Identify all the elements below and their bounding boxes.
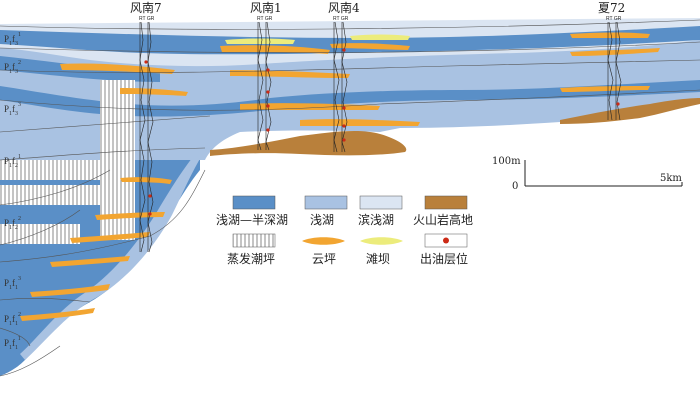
oil-dot-icon [144, 60, 148, 64]
layer-label: P1f33 [4, 102, 21, 117]
volcanic-highland [210, 130, 407, 156]
well-name: 风南1 [250, 0, 282, 15]
beach-bar-lenses [225, 34, 410, 44]
oil-dot-icon [148, 194, 152, 198]
well-name: 风南4 [328, 0, 360, 15]
oil-dot-icon [342, 124, 346, 128]
shallow-lake-swatch [304, 195, 348, 210]
layer-label: P1f13 [4, 276, 21, 291]
shore-lake-swatch [359, 195, 403, 210]
layer-label: P1f22 [4, 216, 21, 231]
legend-label: 浅湖 [310, 212, 334, 227]
scale-zero-label: 0 [512, 181, 518, 192]
legend-label: 浅湖—半深湖 [216, 212, 288, 227]
evaporite-swatch [232, 233, 276, 248]
deep-lake-top-band [0, 26, 700, 55]
well-log-name: RT GR [257, 16, 273, 22]
layer-label: P1f32 [4, 60, 21, 75]
volcanic-highland-east [560, 98, 700, 124]
legend-label: 出油层位 [420, 251, 468, 266]
well-log-name: RT GR [139, 16, 155, 22]
section-body [0, 18, 700, 376]
beach-bar-swatch [360, 237, 403, 245]
well-log-name: RT GR [606, 16, 622, 22]
oil-dot-icon [342, 138, 346, 142]
layer-label: P1f11 [4, 336, 21, 351]
layer-label: P1f31 [4, 32, 21, 47]
legend-label: 滩坝 [366, 252, 390, 266]
shallow-lake-slope [0, 96, 260, 360]
deep-lake-swatch [232, 195, 276, 210]
legend: 浅湖—半深湖 浅湖 滨浅湖 火山岩高地 蒸发潮坪 云坪 滩坝 出油层位 [216, 195, 473, 266]
oil-dot-icon [443, 237, 449, 244]
oil-dot-icon [342, 48, 346, 52]
oil-dot-icon [266, 128, 270, 132]
scale-horizontal-label: 5km [660, 173, 682, 184]
legend-label: 火山岩高地 [413, 212, 473, 227]
deep-lake-mid-band [0, 80, 700, 117]
scale-bar: 100m 0 5km [492, 156, 683, 192]
cloud-flat-lenses [20, 32, 660, 321]
cloud-flat-swatch [302, 237, 345, 245]
well-name: 夏72 [598, 1, 625, 15]
scale-vertical-label: 100m [492, 156, 521, 167]
legend-label: 云坪 [312, 252, 336, 266]
oil-dot-icon [148, 212, 152, 216]
layer-label: P1f12 [4, 312, 21, 327]
oil-dot-icon [342, 106, 346, 110]
evaporite-zone-4 [0, 224, 80, 244]
evaporite-zone-2 [0, 160, 130, 180]
layer-label: P1f21 [4, 154, 21, 169]
oil-dot-icon [266, 68, 270, 72]
legend-label: 滨浅湖 [358, 212, 394, 227]
oil-dots [144, 48, 620, 216]
oil-dot-icon [266, 104, 270, 108]
oil-dot-icon [266, 90, 270, 94]
legend-label: 蒸发潮坪 [227, 251, 275, 266]
well-name: 风南7 [130, 0, 162, 15]
well-labels: 风南7 RT GR 风南1 RT GR 风南4 RT GR 夏72 RT GR [130, 0, 625, 22]
oil-dot-icon [616, 102, 620, 106]
volcanic-swatch [424, 195, 468, 210]
evaporite-zone-3 [0, 185, 110, 205]
well-log-name: RT GR [333, 16, 349, 22]
